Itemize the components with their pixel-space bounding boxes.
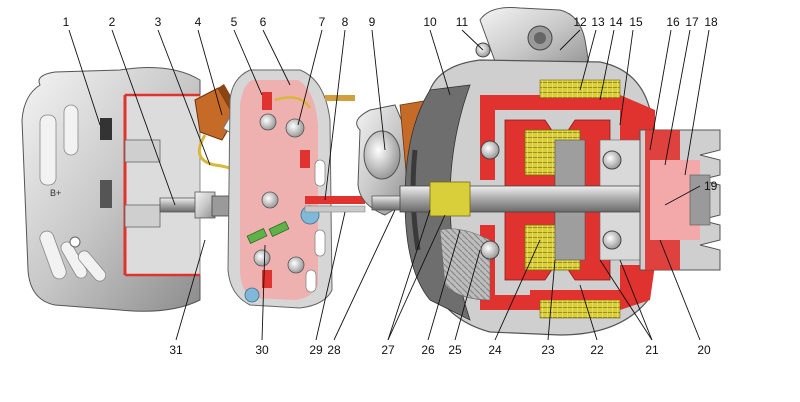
label-18: 18 [704,15,718,29]
label-2: 2 [109,15,116,29]
svg-text:B+: B+ [50,188,61,198]
part-labels: 1 2 3 4 5 6 7 8 9 10 11 12 13 14 15 16 1… [63,15,718,357]
label-3: 3 [155,15,162,29]
label-24: 24 [488,343,502,357]
label-16: 16 [666,15,680,29]
terminal-bolt [159,191,233,219]
pulley [639,129,721,271]
rectifier-assembly [227,69,333,309]
label-14: 14 [609,15,623,29]
alternator-body [404,7,656,336]
label-30: 30 [255,343,269,357]
label-4: 4 [195,15,202,29]
label-13: 13 [591,15,605,29]
label-23: 23 [541,343,555,357]
label-20: 20 [697,343,711,357]
label-27: 27 [381,343,395,357]
label-12: 12 [573,15,587,29]
label-11: 11 [456,15,469,29]
label-6: 6 [260,15,267,29]
leader-lines [68,29,710,341]
label-22: 22 [590,343,604,357]
label-7: 7 [319,15,326,29]
label-25: 25 [448,343,462,357]
label-1: 1 [63,15,70,29]
label-9: 9 [369,15,376,29]
label-5: 5 [231,15,238,29]
label-17: 17 [685,15,699,29]
spacer-pins [304,95,366,213]
label-21: 21 [645,343,659,357]
label-31: 31 [169,343,183,357]
label-15: 15 [629,15,643,29]
rear-cover: B+ [21,67,201,312]
label-8: 8 [342,15,349,29]
label-29: 29 [309,343,323,357]
label-28: 28 [327,343,341,357]
label-26: 26 [421,343,435,357]
label-10: 10 [423,15,437,29]
label-19: 19 [704,179,718,193]
